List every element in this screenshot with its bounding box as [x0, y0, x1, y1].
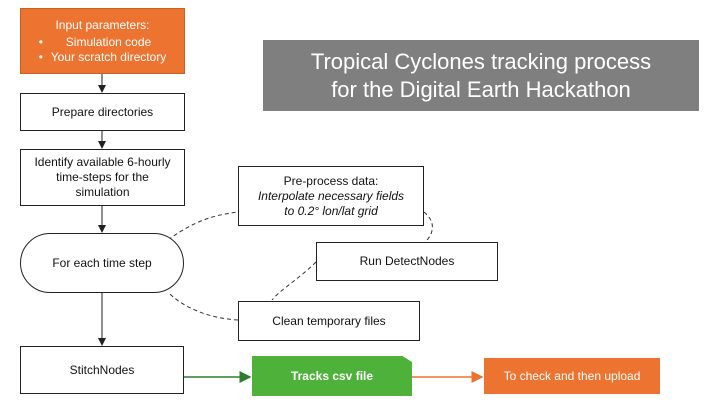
- identify-timesteps-box: Identify available 6-hourly time-steps f…: [20, 149, 185, 206]
- title-line-1: Tropical Cyclones tracking process: [310, 48, 652, 74]
- check-and-upload-box: To check and then upload: [484, 358, 660, 394]
- input-item-scratch-directory: Your scratch directory: [39, 50, 167, 65]
- input-item-simulation-code: Simulation code: [39, 35, 167, 50]
- preprocess-line-2: Interpolate necessary fields: [257, 188, 405, 203]
- clean-temporary-files-label: Clean temporary files: [272, 313, 386, 328]
- check-and-upload-label: To check and then upload: [503, 368, 641, 383]
- clean-temporary-files-box: Clean temporary files: [238, 301, 420, 341]
- identify-line-1: Identify available 6-hourly: [34, 155, 171, 169]
- diagram-title: Tropical Cyclones tracking process for t…: [263, 40, 699, 111]
- prepare-directories-label: Prepare directories: [51, 104, 154, 119]
- for-each-time-step-label: For each time step: [52, 255, 152, 270]
- run-detectnodes-box: Run DetectNodes: [316, 242, 498, 281]
- identify-line-2: time-steps for the: [56, 170, 149, 184]
- prepare-directories-box: Prepare directories: [20, 93, 185, 131]
- stitchnodes-box: StitchNodes: [20, 346, 184, 394]
- tracks-csv-file-box: Tracks csv file: [252, 356, 412, 396]
- for-each-time-step-box: For each time step: [20, 233, 184, 293]
- preprocess-line-1: Pre-process data:: [283, 173, 379, 188]
- tracks-csv-file-label: Tracks csv file: [290, 368, 374, 383]
- loop-dashed-curve: [167, 211, 433, 321]
- run-detectnodes-label: Run DetectNodes: [359, 254, 455, 268]
- preprocess-data-box: Pre-process data: Interpolate necessary …: [238, 166, 424, 226]
- input-parameters-box: Input parameters: Simulation code Your s…: [20, 8, 185, 74]
- identify-line-3: simulation: [75, 185, 130, 199]
- preprocess-line-3: to 0.2° lon/lat grid: [284, 203, 378, 218]
- stitchnodes-label: StitchNodes: [69, 362, 135, 377]
- input-heading: Input parameters:: [55, 17, 150, 32]
- title-line-2: for the Digital Earth Hackathon: [331, 76, 631, 102]
